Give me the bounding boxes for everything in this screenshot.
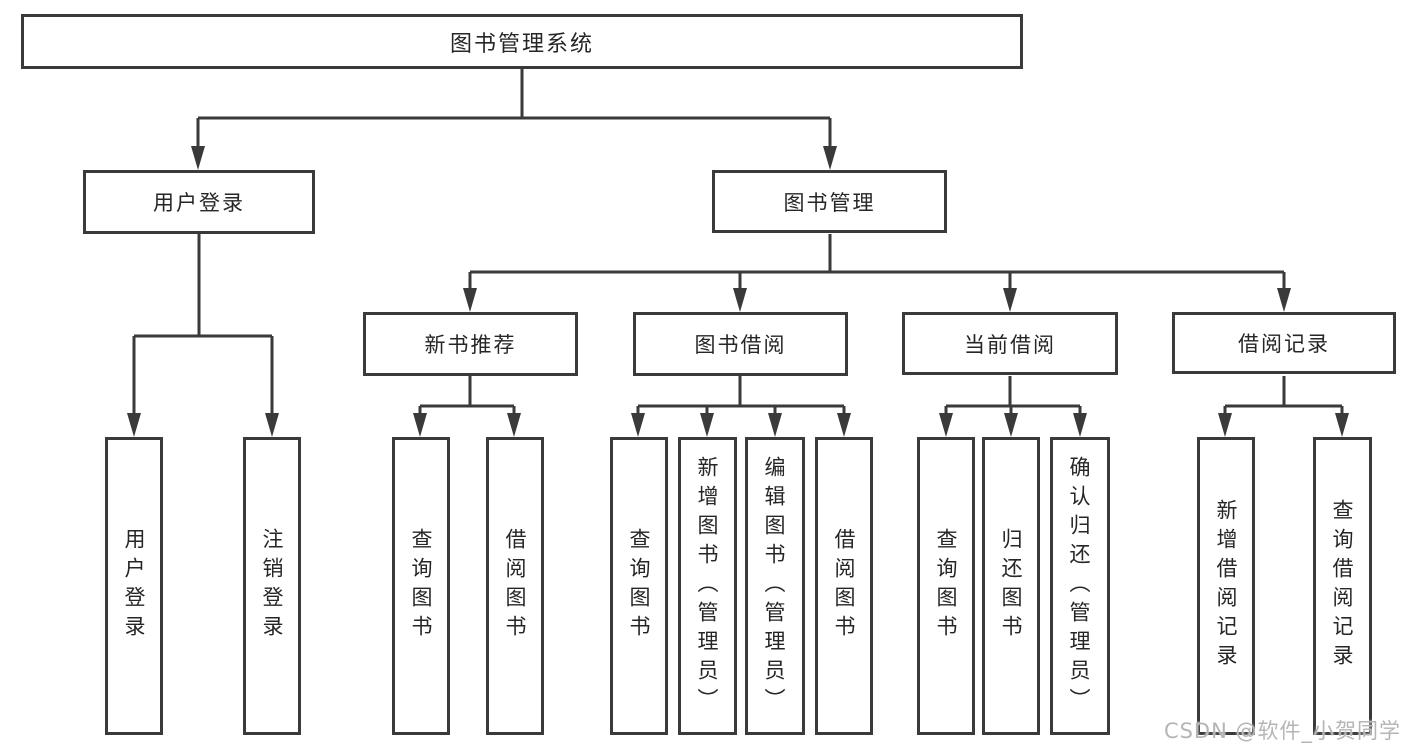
leaf-edit-books-admin: 编辑图书（管理员） xyxy=(745,437,805,735)
node-borrowing-records: 借阅记录 xyxy=(1172,312,1396,374)
node-current-borrowing: 当前借阅 xyxy=(902,312,1118,375)
leaf-return-books: 归还图书 xyxy=(982,437,1040,735)
leaf-add-borrow-record: 新增借阅记录 xyxy=(1197,437,1255,735)
leaf-query-books-current: 查询图书 xyxy=(917,437,975,735)
leaf-borrow-books-recommend: 借阅图书 xyxy=(486,437,544,735)
leaf-borrow-books: 借阅图书 xyxy=(815,437,873,735)
node-book-management: 图书管理 xyxy=(712,170,947,233)
leaf-query-books-recommend: 查询图书 xyxy=(392,437,450,735)
node-new-book-recommendation: 新书推荐 xyxy=(363,312,578,376)
leaf-confirm-return-admin: 确认归还（管理员） xyxy=(1050,437,1110,735)
node-book-borrowing: 图书借阅 xyxy=(633,312,848,376)
node-library-system: 图书管理系统 xyxy=(21,14,1023,69)
leaf-query-borrow-record: 查询借阅记录 xyxy=(1313,437,1372,735)
watermark: CSDN @软件_小贺同学 xyxy=(1163,719,1401,743)
leaf-query-books-borrow: 查询图书 xyxy=(610,437,668,735)
leaf-add-books-admin: 新增图书（管理员） xyxy=(678,437,737,735)
leaf-user-login: 用户登录 xyxy=(105,437,163,735)
node-user-login-branch: 用户登录 xyxy=(83,170,315,234)
arrowheads xyxy=(127,146,1349,437)
leaf-logout: 注销登录 xyxy=(243,437,301,735)
